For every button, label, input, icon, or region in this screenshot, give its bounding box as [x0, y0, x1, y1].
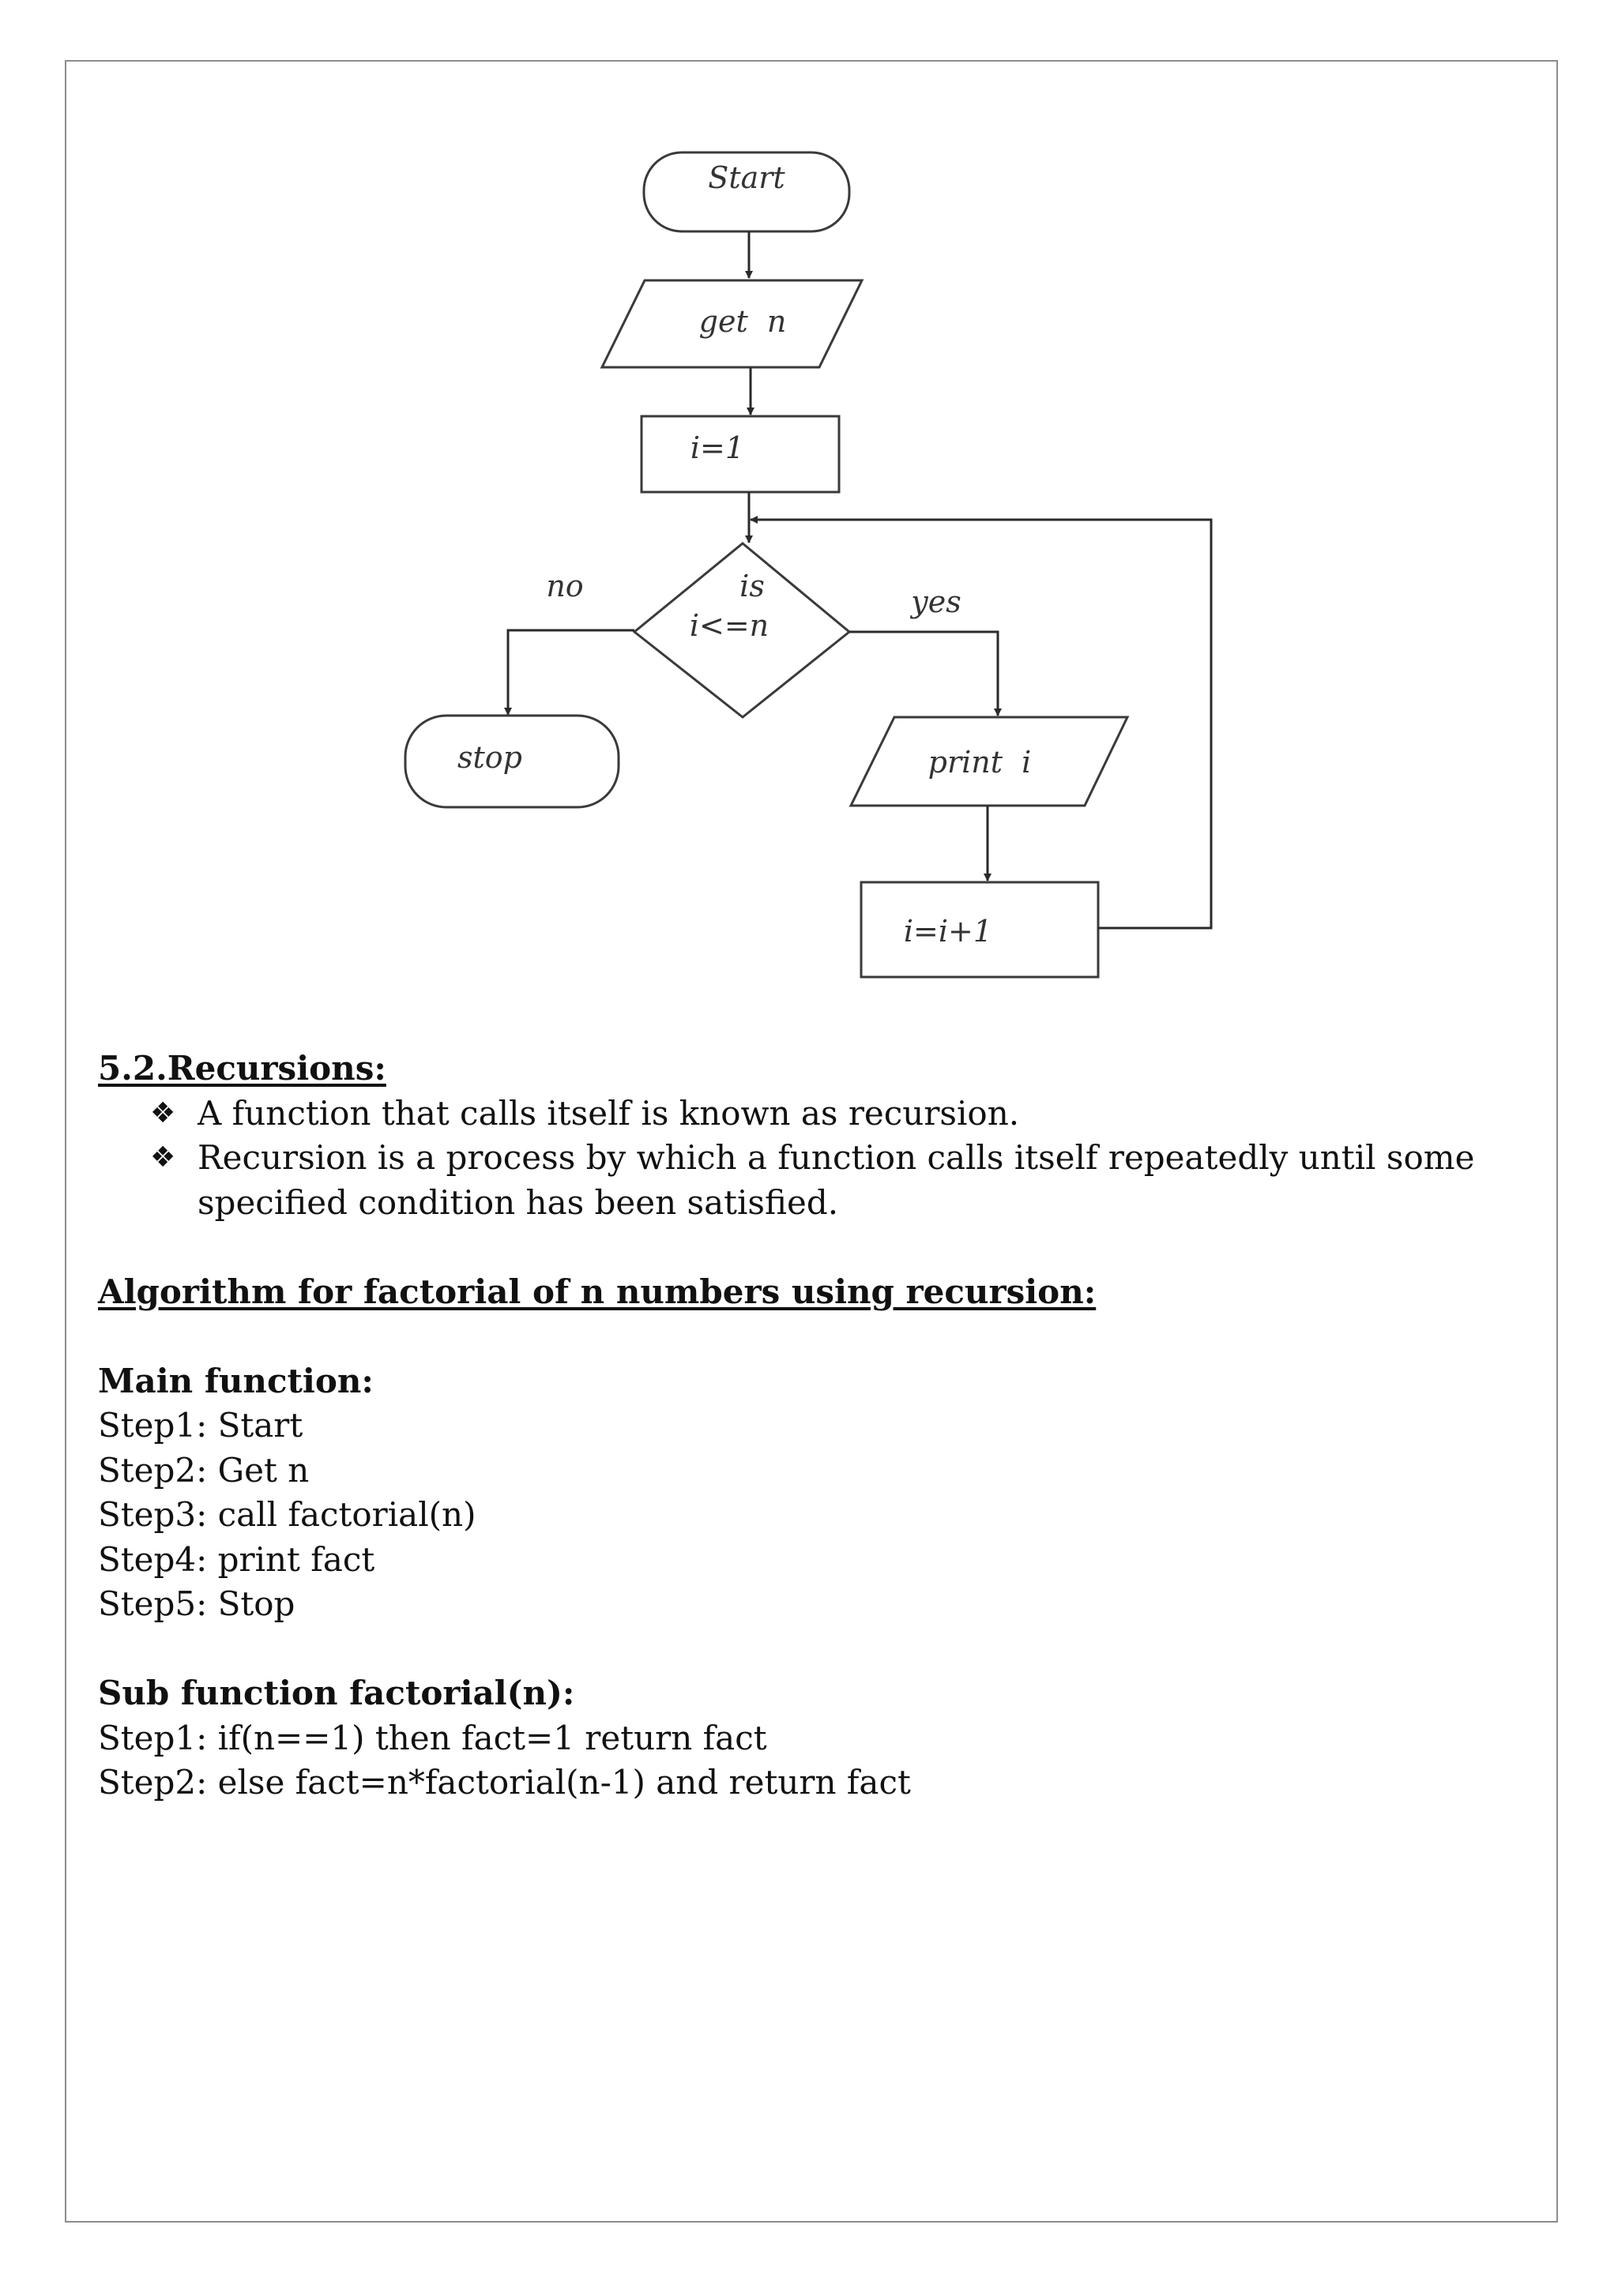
output-label: print i [928, 745, 1032, 780]
flowchart-diagram: Start get n i=1 is i<=n no stop yes prin… [404, 151, 1213, 979]
decision-diamond [632, 542, 852, 719]
bullet-text: Recursion is a process by which a functi… [198, 1138, 1475, 1222]
input-label: get n [699, 304, 787, 339]
page-border [65, 60, 1558, 2223]
decision-label-line1: is [739, 569, 765, 603]
main-step: Step1: Start [98, 1406, 303, 1445]
arrow-decision-to-output [849, 630, 1002, 716]
diamond-bullet-icon: ❖ [150, 1141, 176, 1174]
main-step: Step5: Stop [98, 1584, 295, 1623]
bullet-item: ❖ A function that calls itself is known … [98, 1092, 1520, 1137]
spacer [98, 1225, 1520, 1270]
main-step: Step2: Get n [98, 1450, 310, 1490]
arrow-decision-to-stop [504, 629, 634, 716]
increment-process [860, 881, 1100, 979]
output-parallelogram [849, 716, 1130, 807]
start-label: Start [708, 160, 785, 195]
recursion-bullets: ❖ A function that calls itself is known … [98, 1092, 1520, 1226]
main-step: Step4: print fact [98, 1539, 375, 1579]
stop-terminal [404, 714, 620, 809]
algorithm-heading: Algorithm for factorial of n numbers usi… [98, 1272, 1097, 1311]
stop-label: stop [457, 740, 522, 775]
sub-step: Step1: if(n==1) then fact=1 return fact [98, 1718, 767, 1757]
init-label: i=1 [690, 430, 744, 465]
increment-label: i=i+1 [904, 914, 992, 949]
init-process [640, 415, 841, 494]
sub-function-heading: Sub function factorial(n): [98, 1674, 575, 1712]
bullet-item: ❖ Recursion is a process by which a func… [98, 1136, 1520, 1225]
input-parallelogram [600, 279, 864, 369]
main-function-heading: Main function: [98, 1361, 374, 1400]
arrow-loop-back [750, 516, 1213, 930]
main-step: Step3: call factorial(n) [98, 1495, 476, 1534]
spacer [98, 1314, 1520, 1359]
spacer [98, 1627, 1520, 1672]
no-branch-label: no [546, 569, 583, 603]
start-terminal [642, 151, 851, 233]
section-heading: 5.2.Recursions: [98, 1049, 386, 1088]
sub-step: Step2: else fact=n*factorial(n-1) and re… [98, 1763, 911, 1802]
bullet-text: A function that calls itself is known as… [198, 1093, 1020, 1133]
document-body: 5.2.Recursions: ❖ A function that calls … [98, 1047, 1520, 1806]
yes-branch-label: yes [909, 584, 961, 619]
decision-label-line2: i<=n [690, 608, 769, 643]
diamond-bullet-icon: ❖ [150, 1096, 176, 1129]
